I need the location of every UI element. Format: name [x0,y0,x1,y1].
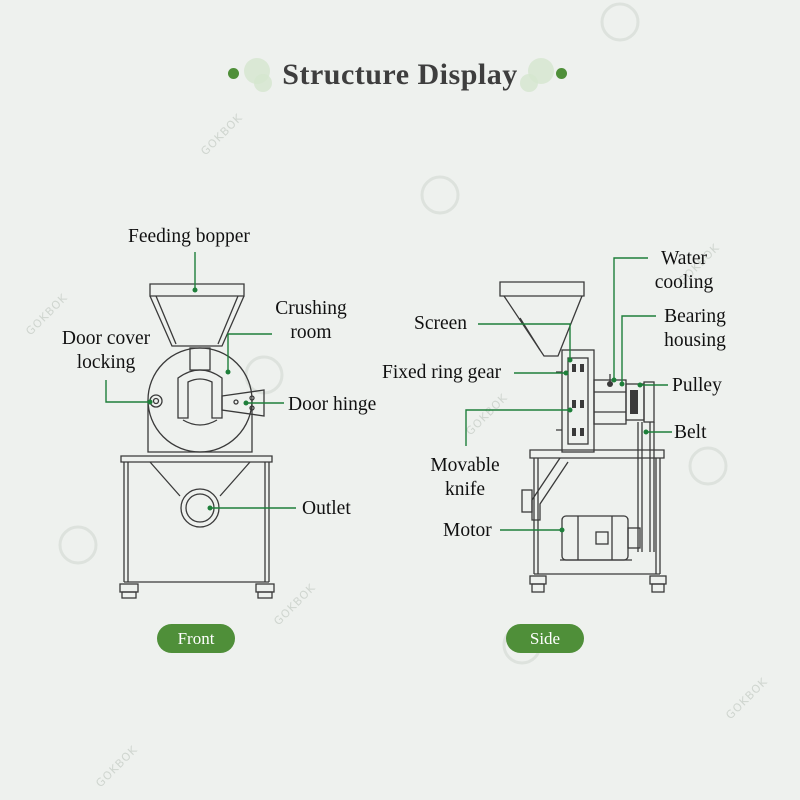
label-bearing-line1: Bearing [664,306,726,327]
decor-dot-icon [254,74,272,92]
leader-dot-icon [559,357,649,533]
label-door-cover-line2: locking [76,352,136,373]
label-bearing-housing: Bearing housing [654,305,736,353]
decor-dot-icon [520,74,538,92]
label-movable-line2: knife [444,479,486,500]
watermark-logo-icon [58,2,728,665]
side-view-button[interactable]: Side [506,624,584,653]
label-crushing-room-line2: room [290,322,332,343]
label-crushing-room-line1: Crushing [275,298,347,319]
page-title: Structure Display [282,58,518,91]
front-view-button[interactable]: Front [157,624,235,653]
label-feeding-bopper: Feeding bopper [128,226,250,247]
label-motor: Motor [443,520,492,541]
label-pulley: Pulley [672,375,722,396]
label-door-hinge: Door hinge [288,394,377,415]
label-movable-knife: Movable knife [420,454,510,502]
label-door-cover-locking: Door cover locking [54,327,158,375]
label-water-line2: cooling [654,272,714,293]
label-water-cooling: Water cooling [644,247,724,295]
label-fixed-ring-gear: Fixed ring gear [382,362,502,383]
label-bearing-line2: housing [664,330,726,351]
decor-dot-icon [556,68,567,79]
label-screen: Screen [414,313,468,334]
label-outlet: Outlet [302,498,351,519]
front-leader-lines [105,252,296,509]
decor-dot-icon [228,68,239,79]
label-movable-line1: Movable [430,455,500,476]
leader-dot-icon [147,287,249,511]
label-water-line1: Water [660,248,708,269]
side-view-machine [499,281,667,593]
label-door-cover-line1: Door cover [61,328,151,349]
label-crushing-room: Crushing room [266,297,356,345]
label-belt: Belt [674,422,707,443]
crushing-head-detail [572,364,638,436]
side-leader-lines [465,257,672,531]
